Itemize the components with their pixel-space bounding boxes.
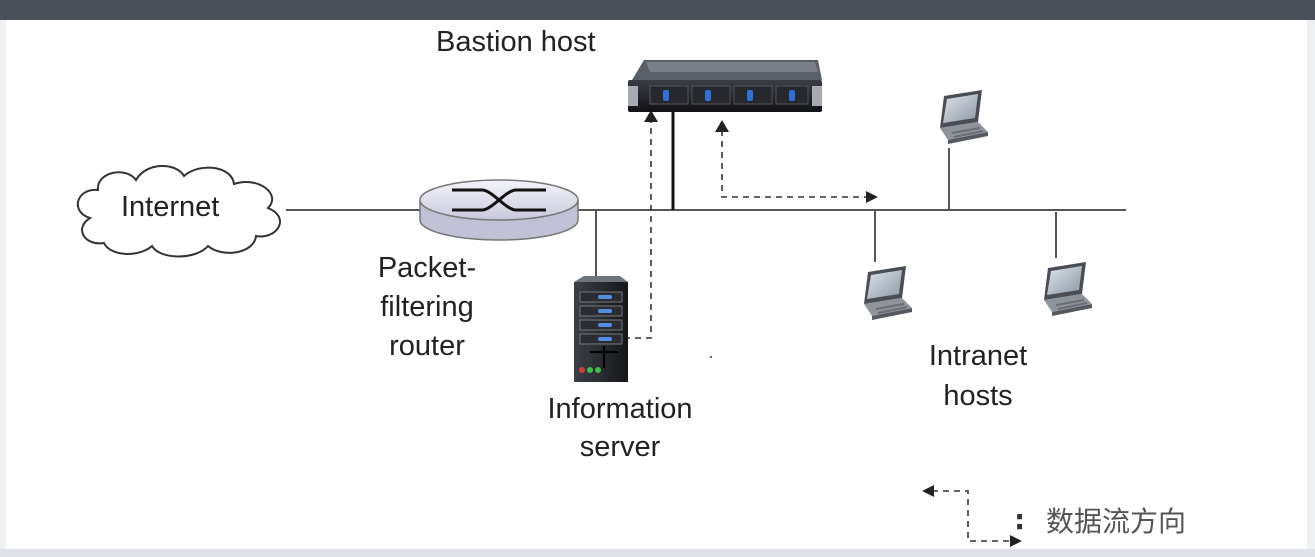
legend-colon: : bbox=[1014, 503, 1026, 536]
router-label-line2: filtering bbox=[380, 291, 474, 323]
arrow-to-intranet bbox=[866, 191, 878, 203]
legend-flow-icon bbox=[932, 490, 1012, 542]
right-border bbox=[1307, 20, 1315, 557]
router-icon bbox=[419, 179, 579, 241]
info-server-label-line2: server bbox=[579, 431, 661, 463]
intranet-label-line2: hosts bbox=[943, 380, 1013, 412]
router-label-line3: router bbox=[389, 330, 465, 362]
left-border bbox=[0, 20, 6, 557]
legend-label: 数据流方向 bbox=[1046, 505, 1187, 538]
router-label-line1: Packet- bbox=[377, 252, 477, 284]
rack-server-icon bbox=[628, 60, 822, 112]
window-top-bar bbox=[0, 0, 1315, 20]
bottom-border bbox=[0, 549, 1315, 557]
intranet-label-line1: Intranet bbox=[928, 340, 1028, 372]
tower-server-icon bbox=[574, 276, 628, 382]
flow-bastion-intranet bbox=[721, 130, 868, 198]
laptop-icon bbox=[1043, 261, 1093, 317]
arrow-to-bastion bbox=[644, 110, 658, 122]
flow-bastion-info bbox=[624, 120, 652, 339]
info-server-label-line1: Information bbox=[547, 393, 693, 425]
bastion-host-label: Bastion host bbox=[436, 26, 596, 58]
cloud-icon bbox=[76, 164, 281, 258]
legend-arrows bbox=[922, 485, 1022, 547]
laptop-icon bbox=[863, 265, 913, 321]
internet-label: Internet bbox=[121, 191, 220, 223]
arrow-bastion-2 bbox=[715, 120, 729, 132]
laptop-icon bbox=[939, 89, 989, 145]
